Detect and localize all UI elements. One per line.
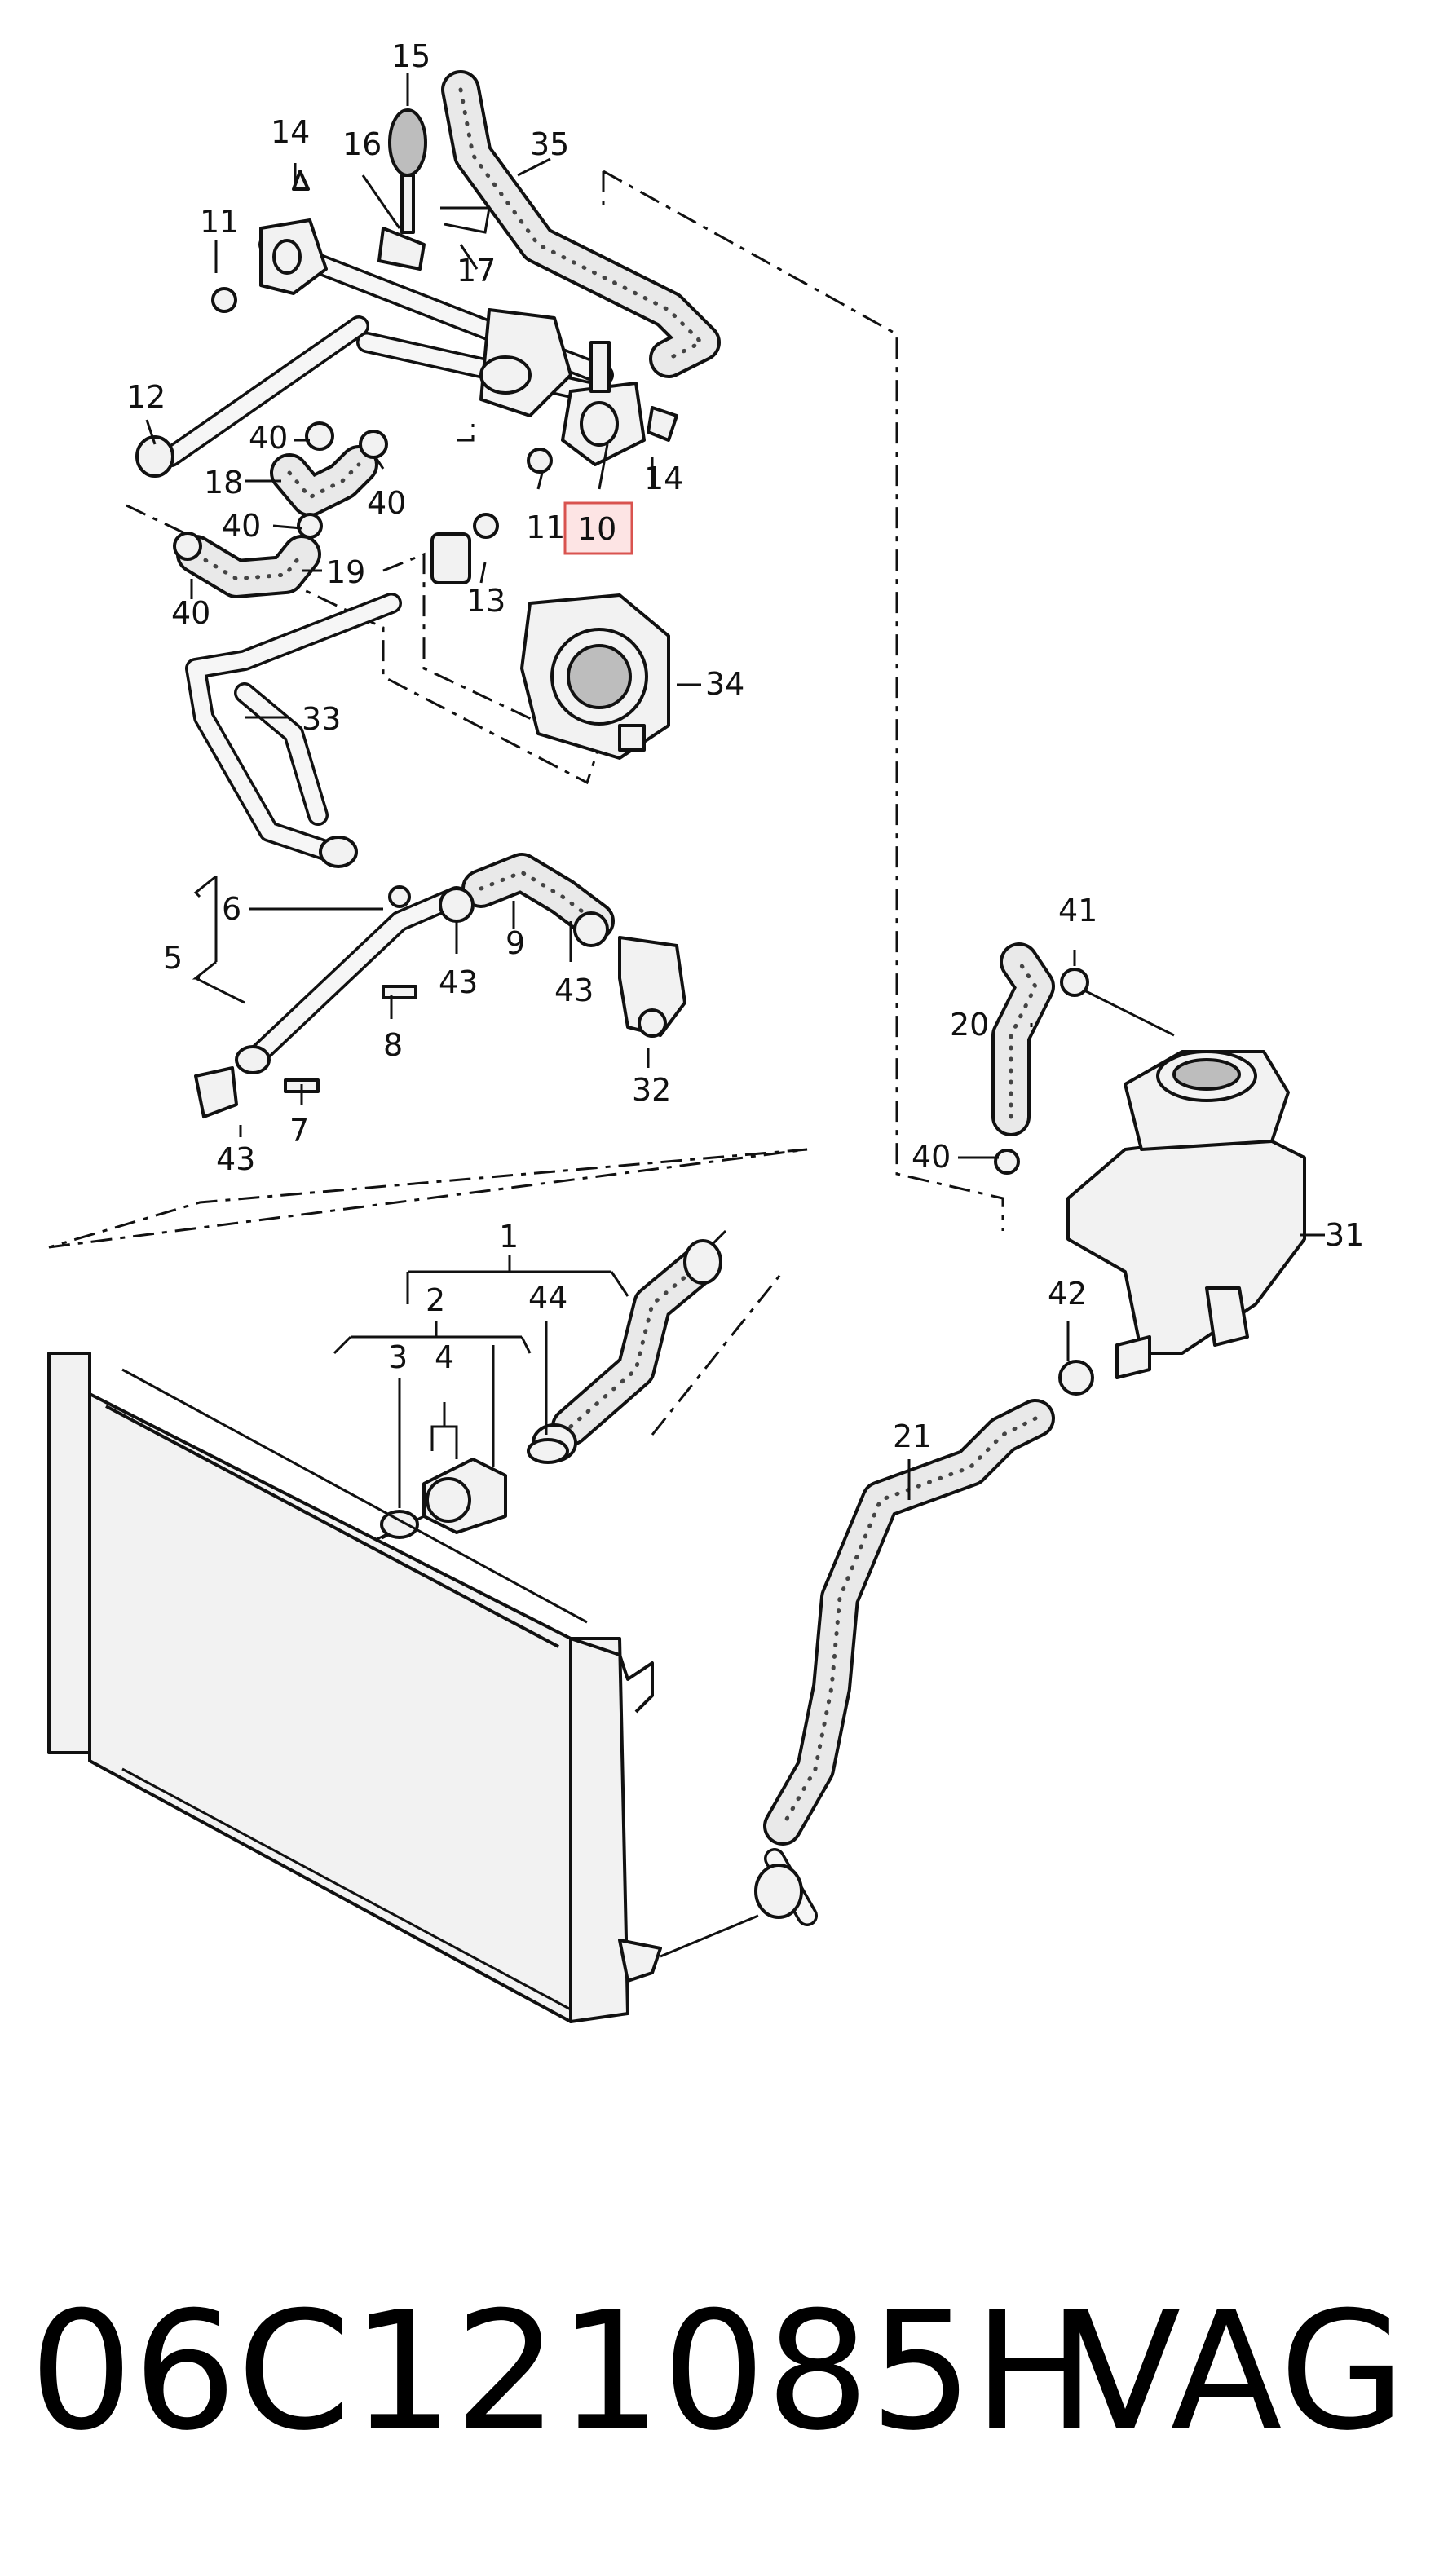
callout-40-a: 40	[249, 420, 288, 456]
callout-32: 32	[632, 1072, 671, 1108]
small-hoses	[173, 421, 499, 598]
coolant-pipe-33	[185, 593, 402, 868]
callout-34: 34	[705, 666, 744, 702]
callout-4: 4	[435, 1339, 454, 1375]
callout-3: 3	[388, 1339, 408, 1375]
part-number: 06C121085H	[29, 2277, 1097, 2467]
callout-17: 17	[457, 253, 496, 289]
callout-9: 9	[505, 925, 525, 961]
callout-19: 19	[326, 554, 365, 590]
callout-14-top: 14	[271, 114, 310, 150]
callout-11-left: 11	[200, 204, 239, 240]
leader-lines	[145, 73, 1325, 1508]
callout-6: 6	[222, 891, 241, 927]
callout-14-right: 14	[644, 461, 683, 496]
throttle-body-34	[520, 593, 670, 760]
callout-16: 16	[342, 126, 382, 162]
callout-43-b: 43	[554, 973, 594, 1008]
cooling-system-exploded-diagram: 15 16 14 11 17 35 12 40 18 40 40 19 40 1…	[47, 38, 1364, 2023]
callout-40-e: 40	[912, 1139, 951, 1175]
callout-20: 20	[950, 1007, 989, 1043]
callout-21: 21	[893, 1418, 932, 1454]
callout-41: 41	[1058, 893, 1097, 929]
footer: 06C121085H VAG	[0, 2274, 1448, 2486]
callout-18: 18	[204, 465, 243, 501]
callout-35: 35	[530, 126, 569, 162]
callout-1: 1	[499, 1219, 519, 1255]
callout-13: 13	[466, 583, 505, 619]
callout-40-b: 40	[367, 485, 406, 521]
callout-5: 5	[163, 940, 183, 976]
hose-21	[660, 1360, 1094, 1958]
expansion-tank-31	[991, 942, 1306, 1379]
callout-12: 12	[126, 379, 166, 415]
radiator	[47, 1352, 662, 2023]
hose-1-assembly	[380, 1239, 722, 1539]
callout-labels: 15 16 14 11 17 35 12 40 18 40 40 19 40 1…	[126, 38, 1364, 1454]
callout-15: 15	[391, 38, 430, 74]
callout-8: 8	[383, 1027, 403, 1063]
brand-label: VAG	[1069, 2277, 1406, 2467]
callout-40-d: 40	[171, 595, 210, 631]
callout-44: 44	[528, 1280, 567, 1316]
callout-10-highlight-box	[563, 501, 634, 555]
coolant-flange-assembly	[135, 108, 678, 478]
callout-40-c: 40	[222, 508, 261, 544]
callout-33: 33	[302, 701, 341, 737]
callout-7: 7	[289, 1113, 309, 1149]
callout-31: 31	[1325, 1217, 1364, 1253]
callout-43-a: 43	[439, 964, 478, 1000]
callout-11-right: 11	[526, 509, 565, 545]
callout-10: 10	[577, 511, 616, 547]
callout-42: 42	[1048, 1276, 1087, 1312]
callout-43-c: 43	[216, 1141, 255, 1177]
hose-35	[441, 70, 721, 378]
callout-2: 2	[426, 1282, 445, 1318]
